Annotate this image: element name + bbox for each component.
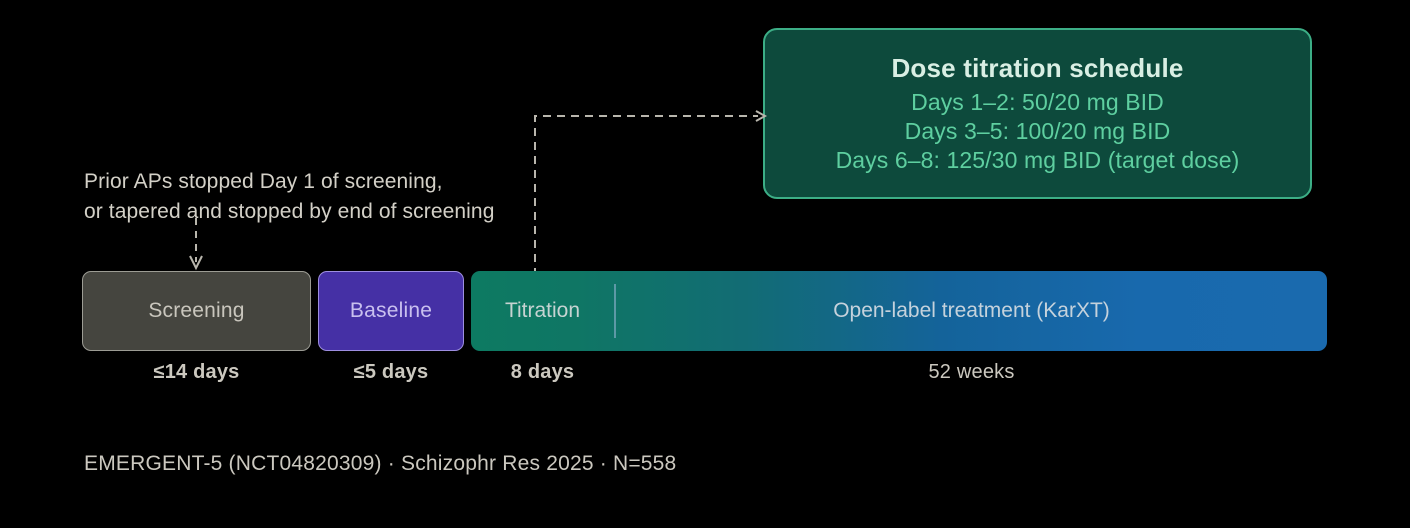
- phase-label-baseline: Baseline: [349, 299, 433, 322]
- phase-block-baseline[interactable]: Baseline: [318, 271, 464, 351]
- callout-title: Dose titration schedule: [891, 52, 1184, 83]
- treatment-divider: [614, 284, 616, 338]
- phase-block-screening[interactable]: Screening: [82, 271, 311, 351]
- duration-titration: 8 days: [510, 361, 575, 383]
- duration-baseline: ≤5 days: [353, 361, 429, 383]
- callout-line-2: Days 3–5: 100/20 mg BID: [904, 117, 1171, 144]
- callout-line-3: Days 6–8: 125/30 mg BID (target dose): [835, 147, 1240, 174]
- duration-treatment: 52 weeks: [928, 361, 1015, 383]
- phase-label-screening: Screening: [148, 299, 245, 322]
- phase-label-titration: Titration: [504, 299, 581, 322]
- prior-aps-annotation: Prior APs stopped Day 1 of screening, or…: [84, 170, 495, 223]
- annotation-down-arrow-icon: [189, 218, 203, 271]
- dose-titration-callout: Dose titration schedule Days 1–2: 50/20 …: [763, 28, 1312, 199]
- footer-citation: EMERGENT-5 (NCT04820309) · Schizophr Res…: [84, 452, 677, 475]
- phase-block-treatment[interactable]: Titration Open-label treatment (KarXT): [471, 271, 1327, 351]
- phase-label-open-label-treatment: Open-label treatment (KarXT): [833, 299, 1110, 322]
- titration-to-callout-connector-icon: [534, 110, 768, 290]
- duration-screening: ≤14 days: [153, 361, 240, 383]
- callout-line-1: Days 1–2: 50/20 mg BID: [911, 88, 1164, 115]
